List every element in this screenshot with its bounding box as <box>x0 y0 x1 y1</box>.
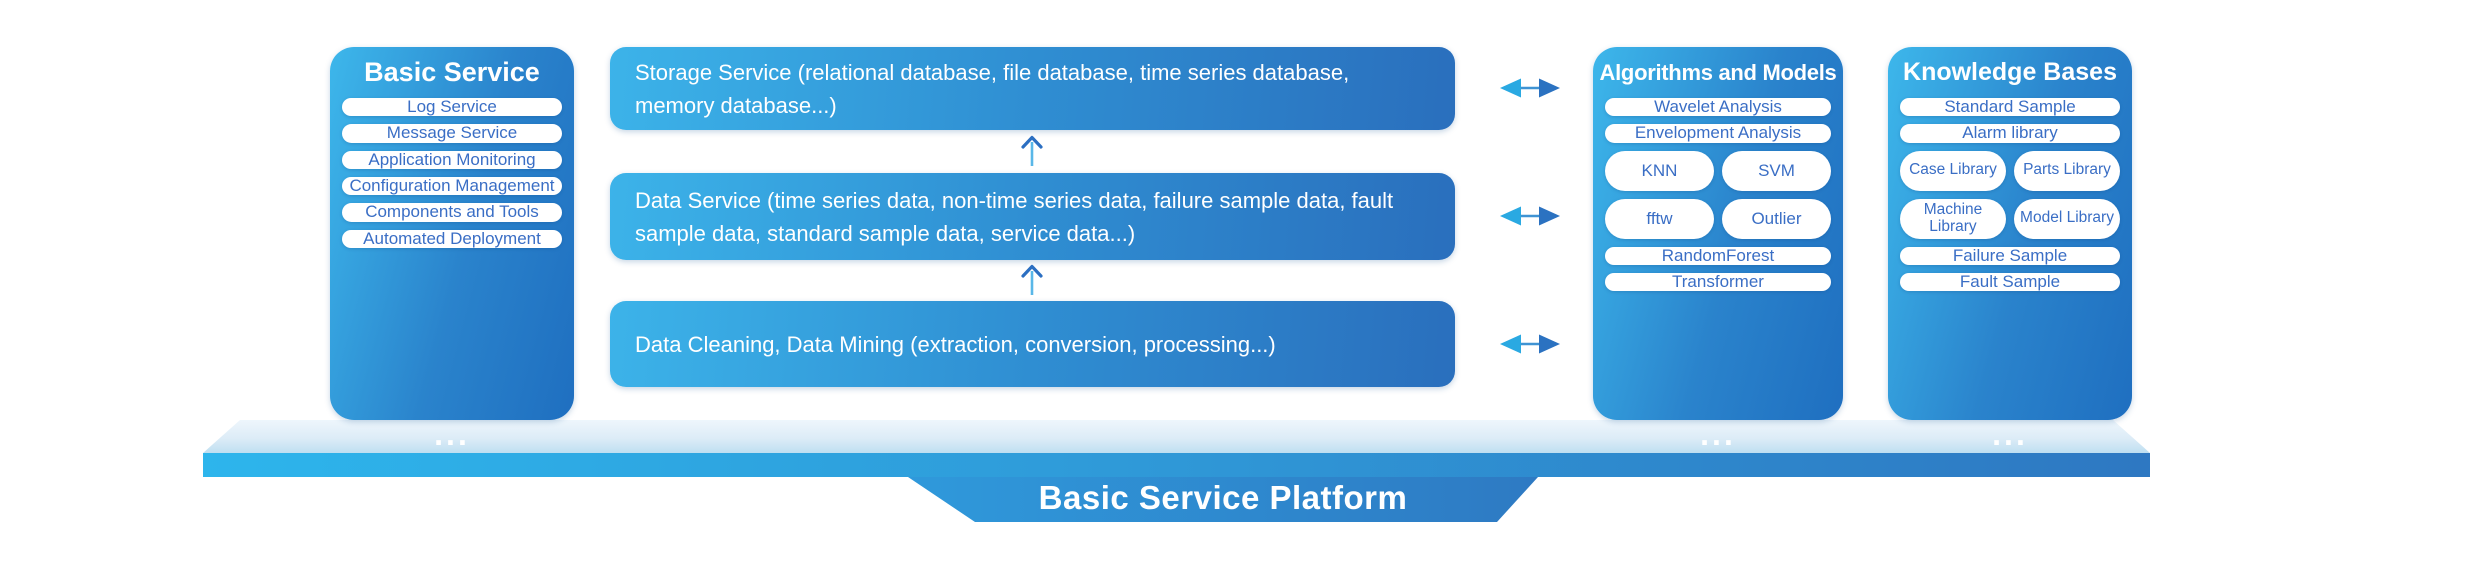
pill-configuration-management: Configuration Management <box>342 176 562 196</box>
basic-service-panel: Basic Service Log Service Message Servic… <box>330 47 574 450</box>
algorithms-ellipsis: ... <box>1700 416 1736 452</box>
pill-row: KNN SVM <box>1605 150 1831 191</box>
platform-front-bar <box>203 453 2150 477</box>
pill-message-service: Message Service <box>342 123 562 143</box>
pill-components-and-tools: Components and Tools <box>342 203 562 222</box>
pill-envelopment-analysis: Envelopment Analysis <box>1605 123 1831 143</box>
pill-standard-sample: Standard Sample <box>1900 97 2120 117</box>
data-cleaning-bar-text: Data Cleaning, Data Mining (extraction, … <box>635 331 1276 357</box>
pill-application-monitoring: Application Monitoring <box>342 150 562 170</box>
platform-name-tab: Basic Service Platform <box>908 477 1538 522</box>
pill-knn: KNN <box>1605 150 1714 191</box>
basic-service-panel-title: Basic Service <box>364 57 540 87</box>
knowledge-ellipsis: ... <box>1992 416 2028 452</box>
pill-log-service: Log Service <box>342 97 562 117</box>
pill-transformer: Transformer <box>1605 272 1831 292</box>
pill-wavelet-analysis: Wavelet Analysis <box>1605 97 1831 117</box>
storage-service-bar-text: Storage Service (relational database, fi… <box>635 59 1350 118</box>
pill-row: Case Library Parts Library <box>1900 150 2120 191</box>
pill-row: fftw Outlier <box>1605 198 1831 239</box>
platform-title: Basic Service Platform <box>1038 478 1408 516</box>
pill-model-library: Model Library <box>2014 198 2120 239</box>
storage-service-bar: Storage Service (relational database, fi… <box>610 47 1455 130</box>
algorithms-pill-list: Wavelet Analysis Envelopment Analysis KN… <box>1605 97 1831 292</box>
basic-service-ellipsis: ... <box>434 416 470 452</box>
up-arrow-icon <box>1021 135 1043 166</box>
pill-svm: SVM <box>1722 150 1831 191</box>
data-service-bar-text: Data Service (time series data, non-time… <box>635 187 1394 246</box>
pill-fault-sample: Fault Sample <box>1900 272 2120 292</box>
pill-alarm-library: Alarm library <box>1900 123 2120 143</box>
double-arrow-icon <box>1500 78 1560 98</box>
pill-randomforest: RandomForest <box>1605 246 1831 266</box>
algorithms-models-panel-title: Algorithms and Models <box>1599 59 1837 85</box>
pill-parts-library: Parts Library <box>2014 150 2120 191</box>
data-cleaning-bar: Data Cleaning, Data Mining (extraction, … <box>610 301 1455 387</box>
double-arrow-icon <box>1500 206 1560 226</box>
platform-top-face <box>203 420 2150 453</box>
double-arrow-icon <box>1500 334 1560 354</box>
algorithms-models-panel: Algorithms and Models Wavelet Analysis E… <box>1593 47 1843 450</box>
knowledge-bases-panel: Knowledge Bases Standard Sample Alarm li… <box>1888 47 2132 450</box>
pill-outlier: Outlier <box>1722 198 1831 239</box>
pill-fftw: fftw <box>1605 198 1714 239</box>
pill-automated-deployment: Automated Deployment <box>342 229 562 249</box>
knowledge-bases-panel-title: Knowledge Bases <box>1903 58 2117 86</box>
pill-machine-library: Machine Library <box>1900 198 2006 239</box>
up-arrow-icon <box>1021 264 1043 295</box>
pill-failure-sample: Failure Sample <box>1900 246 2120 266</box>
pill-case-library: Case Library <box>1900 150 2006 191</box>
knowledge-pill-list: Standard Sample Alarm library Case Libra… <box>1900 97 2120 292</box>
data-service-bar: Data Service (time series data, non-time… <box>610 173 1455 260</box>
pill-row: Machine Library Model Library <box>1900 198 2120 239</box>
basic-service-pill-list: Log Service Message Service Application … <box>342 97 562 249</box>
